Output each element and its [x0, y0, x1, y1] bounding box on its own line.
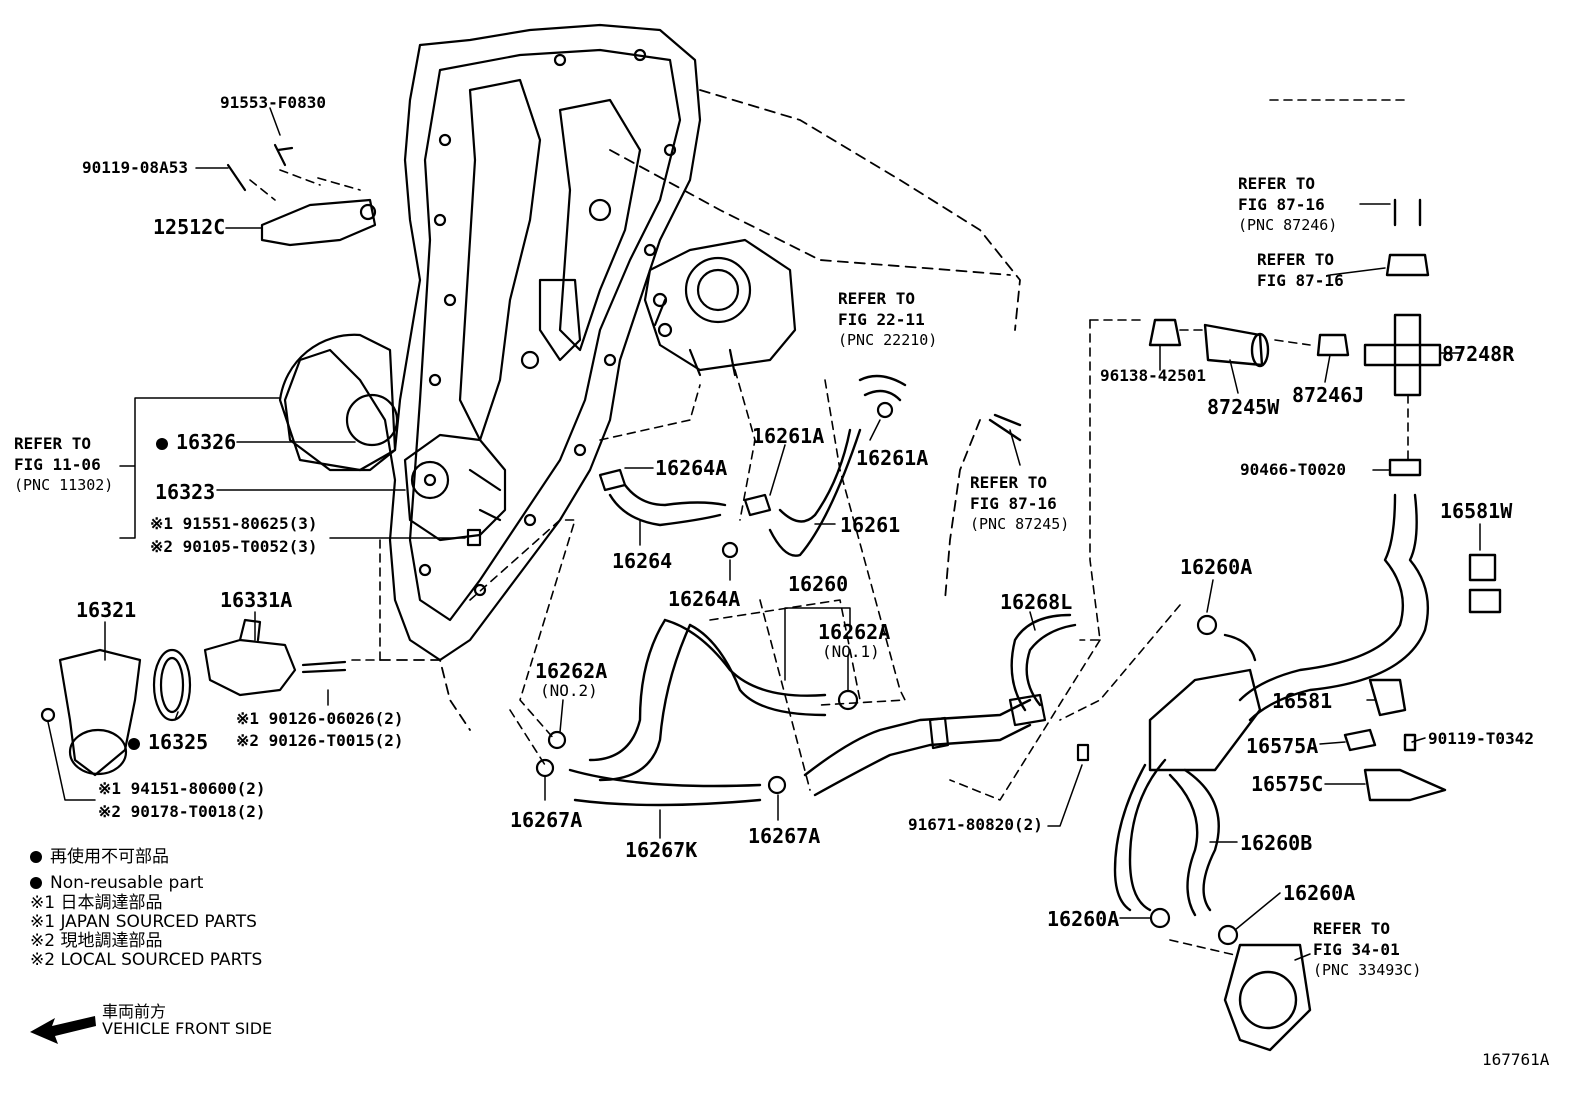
- timing-cover: [278, 23, 702, 662]
- part-label: 91553-F0830: [220, 93, 326, 112]
- part-label: 16581W: [1440, 499, 1513, 523]
- part-label: 16261: [840, 513, 901, 537]
- part-label: 16268L: [1000, 590, 1073, 614]
- refer-fig-87-16-pnc-87245: REFER TO FIG 87-16 (PNC 87245): [970, 473, 1070, 533]
- legend-japan-en: ※1 JAPAN SOURCED PARTS: [30, 912, 257, 932]
- nonreusable-dot-icon: [156, 438, 168, 450]
- part-label: 16267A: [748, 824, 821, 848]
- refer-fig-22-11: REFER TO FIG 22-11 (PNC 22210): [838, 289, 938, 349]
- part-label: ※1 90126-06026(2): [236, 709, 404, 728]
- legend-japan-jp: ※1 日本調達部品: [30, 893, 163, 913]
- refer-fig-87-16-pnc-87246: REFER TO FIG 87-16 (PNC 87246): [1238, 174, 1338, 234]
- refer-fig-34-01: REFER TO FIG 34-01 (PNC 33493C): [1313, 919, 1422, 979]
- part-label: ※1 91551-80625(3): [150, 514, 318, 533]
- part-label-nonreusable: 16325: [128, 730, 208, 754]
- part-label: 91671-80820(2): [908, 815, 1043, 834]
- part-label: 16260A: [1283, 881, 1356, 905]
- nonreusable-dot-icon: [128, 738, 140, 750]
- part-label: 16260B: [1240, 831, 1313, 855]
- dashed-leaders: [249, 99, 1411, 956]
- part-label: 16321: [76, 598, 137, 622]
- part-label: 90119-T0342: [1428, 729, 1534, 748]
- part-label: 16267K: [625, 838, 698, 862]
- part-label-nonreusable: 16326: [156, 430, 236, 454]
- hose-group-right: [1113, 198, 1502, 1052]
- clamps: [466, 401, 1239, 946]
- part-label: 16575C: [1251, 772, 1324, 796]
- water-inlet-16321: [40, 618, 347, 777]
- part-label: 16260A: [1047, 907, 1120, 931]
- part-label-sub: (NO.1): [822, 642, 880, 661]
- hose-group-center: [568, 374, 1077, 807]
- legend: 再使用不可部品 Non-reusable part ※1 日本調達部品 ※1 J…: [30, 847, 262, 970]
- water-inlet-housing: [345, 393, 507, 542]
- legend-local-jp: ※2 現地調達部品: [30, 931, 163, 951]
- engine-block-outline: [379, 89, 1021, 731]
- leader-lines: [47, 107, 1481, 961]
- part-label: 16264A: [668, 587, 741, 611]
- part-label: 16323: [155, 480, 216, 504]
- legend-local-en: ※2 LOCAL SOURCED PARTS: [30, 950, 263, 970]
- part-label: 16261A: [752, 424, 825, 448]
- part-label: 16264: [612, 549, 673, 573]
- part-label: 16261A: [856, 446, 929, 470]
- part-label: 16575A: [1246, 734, 1319, 758]
- diagram-id: 167761A: [1482, 1050, 1550, 1069]
- part-label: ※2 90178-T0018(2): [98, 802, 266, 821]
- part-label: 87248R: [1442, 342, 1515, 366]
- nonreusable-dot-icon: [30, 851, 42, 863]
- part-label: 16262A: [818, 620, 891, 644]
- part-label-sub: (NO.2): [540, 681, 598, 700]
- refer-fig-87-16: REFER TO FIG 87-16: [1257, 250, 1344, 290]
- part-label: 87245W: [1207, 395, 1280, 419]
- part-label: 16581: [1272, 689, 1333, 713]
- part-label: ※2 90105-T0052(3): [150, 537, 318, 556]
- part-label: 16264A: [655, 456, 728, 480]
- part-label: 16260: [788, 572, 849, 596]
- throttle-body: [643, 238, 797, 377]
- refer-fig-11-06: REFER TO FIG 11-06 (PNC 11302): [14, 434, 114, 494]
- part-label: 96138-42501: [1100, 366, 1206, 385]
- nonreusable-dot-icon: [30, 877, 42, 889]
- part-label: 90119-08A53: [82, 158, 188, 177]
- part-label: 87246J: [1292, 383, 1365, 407]
- part-label: 16267A: [510, 808, 583, 832]
- legend-nonreusable-en: Non-reusable part: [30, 873, 262, 894]
- vehicle-front-label-jp: 車両前方: [102, 1002, 167, 1021]
- part-label: 16331A: [220, 588, 293, 612]
- part-label: 16260A: [1180, 555, 1253, 579]
- vehicle-front-arrow-icon: [30, 1016, 96, 1044]
- legend-nonreusable-jp: 再使用不可部品: [30, 847, 262, 868]
- bracket-12512c: [226, 143, 377, 247]
- part-label: ※2 90126-T0015(2): [236, 731, 404, 750]
- part-label: 16262A: [535, 659, 608, 683]
- vehicle-front-label-en: VEHICLE FRONT SIDE: [102, 1019, 273, 1038]
- part-label: 90466-T0020: [1240, 460, 1346, 479]
- part-label: ※1 94151-80600(2): [98, 779, 266, 798]
- part-label: 12512C: [153, 215, 226, 239]
